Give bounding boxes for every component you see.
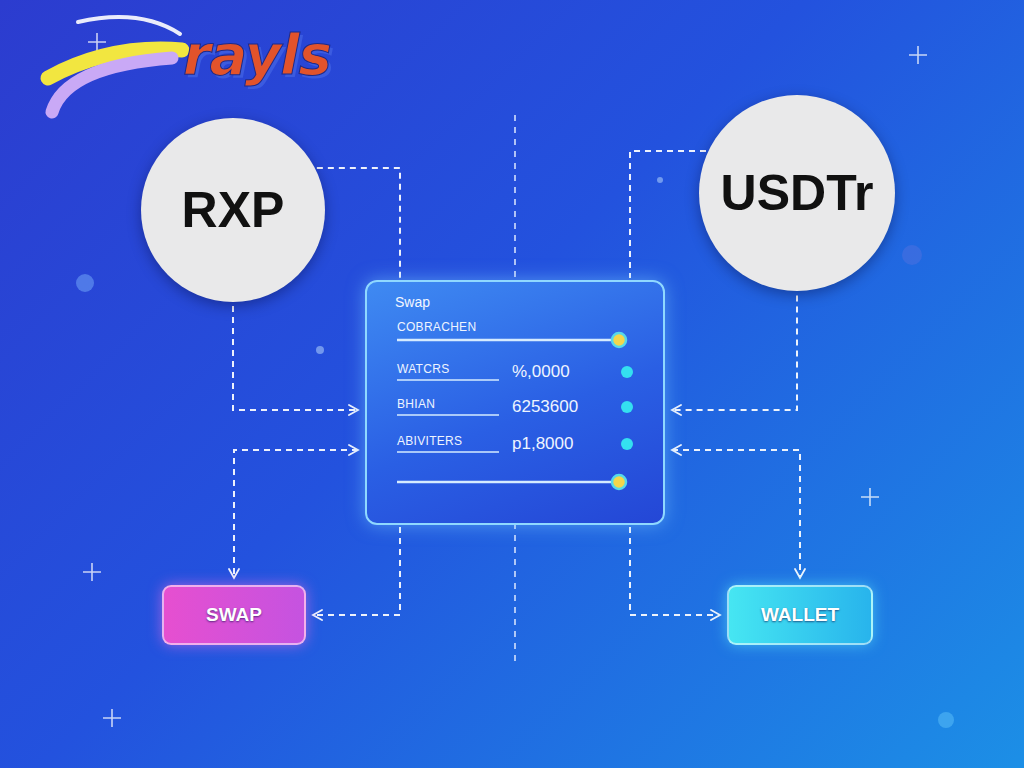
- dashed-connector: [317, 168, 400, 278]
- slider-knob: [612, 333, 626, 347]
- status-dot: [621, 438, 633, 450]
- slider-track: [397, 481, 613, 484]
- dashed-connector: [672, 450, 800, 578]
- token-circle: RXP: [141, 118, 325, 302]
- field-label: ABIVITERS: [397, 434, 462, 448]
- dashed-connector: [234, 450, 358, 578]
- dashed-connector: [313, 527, 400, 615]
- field-underline: [397, 379, 499, 381]
- node-label: USDTr: [721, 164, 874, 222]
- wallet-button: WALLET: [727, 585, 873, 645]
- slider-track: [397, 339, 613, 342]
- swap-panel: SwapCOBRACHEN WATCRS %,0000BHIAN 6253600ABI…: [365, 280, 665, 525]
- sparkles: [83, 33, 927, 727]
- swap-button: SWAP: [162, 585, 306, 645]
- dashed-connector: [233, 306, 358, 410]
- field-label: WATCRS: [397, 362, 449, 376]
- field-label: BHIAN: [397, 397, 435, 411]
- node-label: SWAP: [206, 604, 262, 626]
- field-value: %,0000: [512, 362, 570, 382]
- field-underline: [397, 451, 499, 453]
- status-dot: [621, 366, 633, 378]
- token-circle: USDTr: [699, 95, 896, 292]
- field-underline: [397, 414, 499, 416]
- logo-swoosh: [48, 17, 182, 112]
- dashed-connector: [630, 527, 720, 615]
- dashed-connector: [630, 151, 706, 278]
- slider-knob: [612, 475, 626, 489]
- field-label: COBRACHEN: [397, 320, 476, 334]
- node-label: WALLET: [761, 604, 839, 626]
- panel-title: Swap: [395, 294, 430, 310]
- field-value: p1,8000: [512, 434, 573, 454]
- node-label: RXP: [182, 181, 285, 239]
- status-dot: [621, 401, 633, 413]
- field-value: 6253600: [512, 397, 578, 417]
- dashed-connector: [672, 295, 797, 410]
- logo-text: rayls: [183, 22, 331, 87]
